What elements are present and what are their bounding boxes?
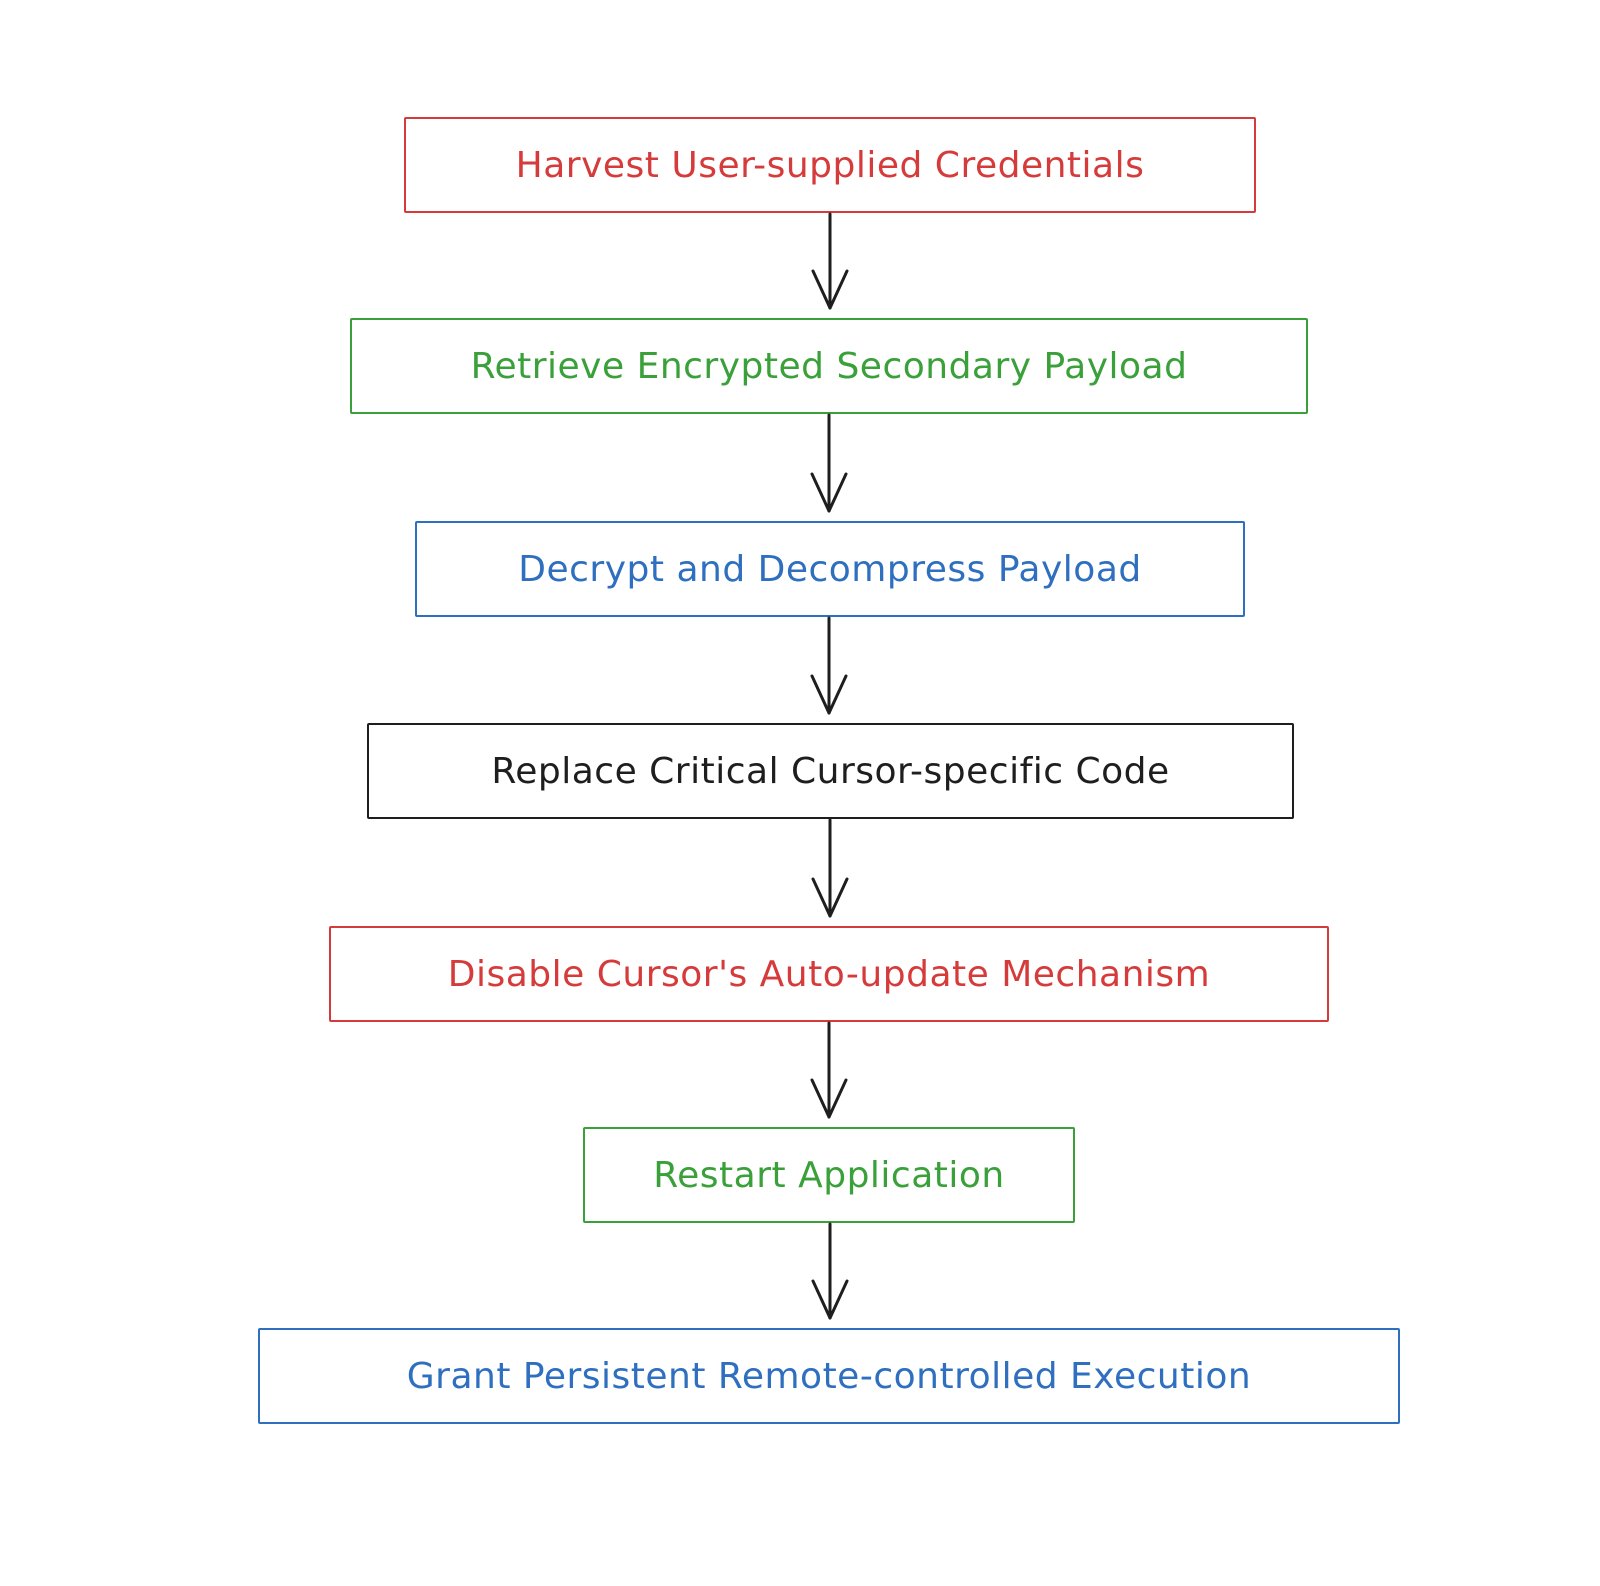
arrow-head bbox=[810, 1078, 848, 1119]
arrow-head bbox=[810, 674, 848, 715]
arrow-2 bbox=[810, 413, 848, 513]
step-label: Disable Cursor's Auto-update Mechanism bbox=[447, 953, 1211, 995]
step-label: Grant Persistent Remote-controlled Execu… bbox=[406, 1355, 1252, 1397]
step-box-grant-execution: Grant Persistent Remote-controlled Execu… bbox=[258, 1328, 1400, 1424]
step-label: Replace Critical Cursor-specific Code bbox=[491, 750, 1170, 792]
arrow-6 bbox=[811, 1222, 849, 1320]
arrow-head bbox=[811, 1279, 849, 1320]
arrow-3 bbox=[810, 616, 848, 715]
step-label: Harvest User-supplied Credentials bbox=[515, 144, 1145, 186]
step-box-retrieve-payload: Retrieve Encrypted Secondary Payload bbox=[350, 318, 1308, 414]
step-box-decrypt-payload: Decrypt and Decompress Payload bbox=[415, 521, 1245, 617]
arrow-head bbox=[810, 472, 848, 513]
arrow-head bbox=[811, 877, 849, 918]
step-box-restart-application: Restart Application bbox=[583, 1127, 1075, 1223]
step-box-harvest-credentials: Harvest User-supplied Credentials bbox=[404, 117, 1256, 213]
step-label: Restart Application bbox=[653, 1154, 1005, 1196]
arrow-5 bbox=[810, 1021, 848, 1119]
step-label: Retrieve Encrypted Secondary Payload bbox=[470, 345, 1188, 387]
arrow-head bbox=[811, 269, 849, 310]
arrow-1 bbox=[811, 212, 849, 310]
step-box-disable-auto-update: Disable Cursor's Auto-update Mechanism bbox=[329, 926, 1329, 1022]
step-label: Decrypt and Decompress Payload bbox=[518, 548, 1142, 590]
arrow-4 bbox=[811, 818, 849, 918]
step-box-replace-code: Replace Critical Cursor-specific Code bbox=[367, 723, 1294, 819]
